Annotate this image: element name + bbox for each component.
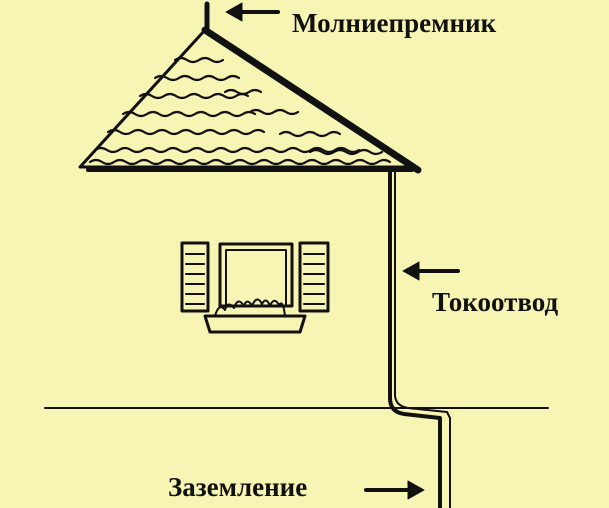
- window-flower-box: [203, 314, 307, 334]
- shutter-left: [180, 241, 210, 313]
- label-down-conductor: Токоотвод: [432, 287, 559, 317]
- shutter-right: [298, 241, 330, 313]
- label-grounding: Заземление: [168, 472, 308, 502]
- roof-outline: [78, 28, 414, 169]
- down-conductor: [388, 168, 442, 508]
- arrow-grounding: [364, 480, 425, 500]
- window-frame: [218, 242, 294, 308]
- roof-right-edge: [201, 26, 422, 174]
- shutter-right-slats: [303, 253, 325, 305]
- roof: [78, 26, 422, 174]
- window: [180, 241, 330, 334]
- shutter-left-slats: [185, 253, 205, 305]
- roof-shingles: [88, 56, 392, 166]
- window-pane: [225, 249, 287, 307]
- arrow-lightning-rod: [225, 2, 280, 22]
- arrow-down-conductor: [402, 261, 460, 281]
- down-conductor-inner: [394, 169, 451, 508]
- window-flowers: [214, 298, 286, 317]
- label-lightning-rod: Молниепремник: [292, 8, 497, 38]
